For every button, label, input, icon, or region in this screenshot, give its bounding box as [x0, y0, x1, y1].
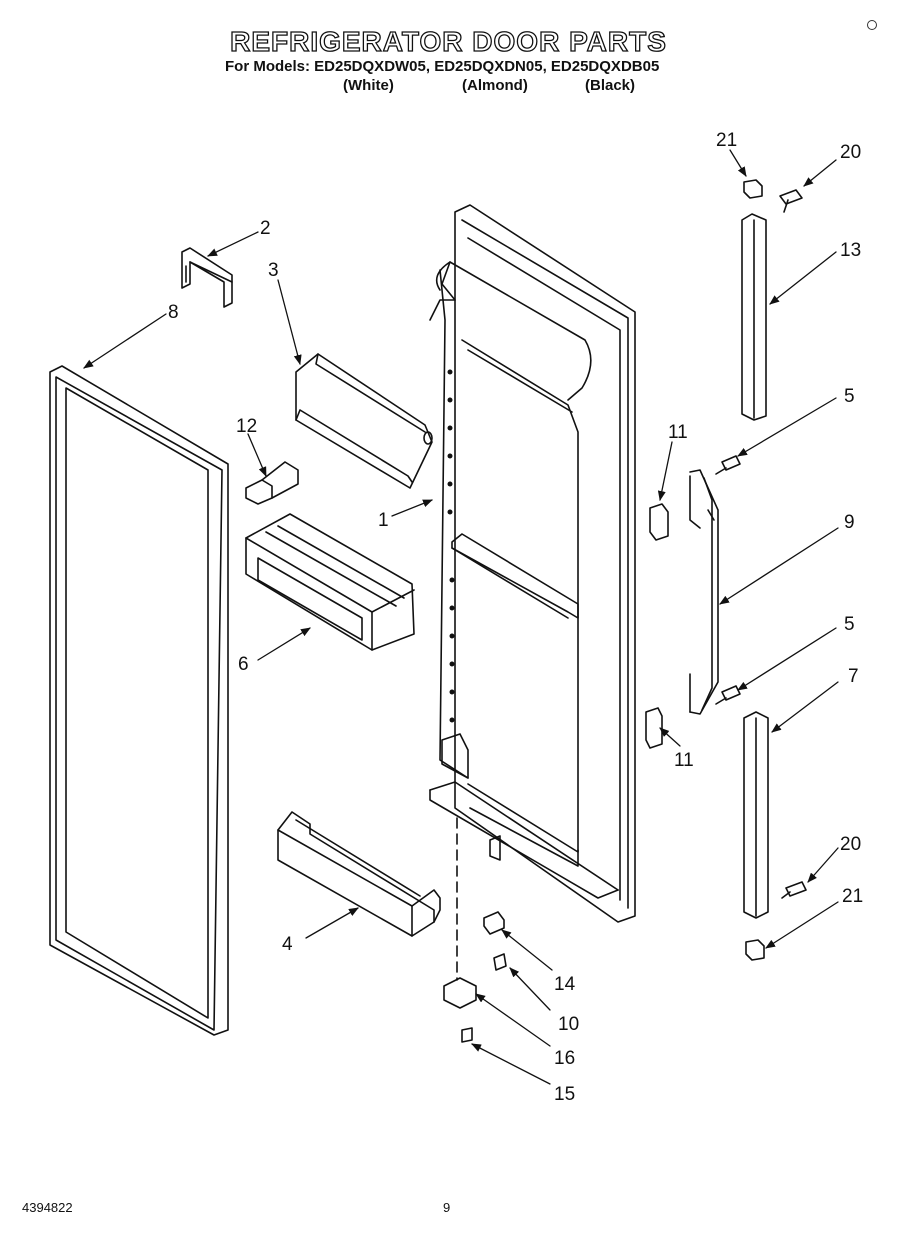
variant-white: (White)	[343, 77, 394, 94]
variant-black: (Black)	[585, 77, 636, 94]
callout-2: 2	[260, 218, 271, 239]
leader-lines	[83, 149, 839, 1085]
callout-8: 8	[168, 302, 179, 323]
spacer-lower	[645, 707, 663, 749]
door-bin	[245, 513, 415, 651]
lower-bin	[277, 811, 441, 937]
page-number: 9	[443, 1200, 451, 1215]
callout-16: 16	[554, 1048, 575, 1069]
end-cap-bottom	[745, 939, 765, 961]
callout-11-lower: 11	[674, 750, 694, 771]
end-cap-top	[743, 179, 763, 199]
callout-15: 15	[554, 1084, 575, 1105]
callout-10: 10	[558, 1014, 579, 1035]
models-line: For Models: ED25DQXDW05, ED25DQXDN05, ED…	[225, 58, 660, 75]
callout-5-upper: 5	[844, 386, 855, 407]
callout-6: 6	[238, 654, 249, 675]
door-gasket	[49, 365, 229, 1036]
corner-mark	[867, 20, 877, 30]
handle-screw-lower	[715, 685, 741, 705]
bracket-part	[181, 247, 233, 308]
callout-14: 14	[554, 974, 576, 995]
bottom-trim	[743, 711, 769, 919]
top-trim	[741, 213, 767, 421]
callout-21-bottom: 21	[842, 886, 863, 907]
callout-1: 1	[378, 510, 389, 531]
callout-21-top: 21	[716, 130, 737, 151]
door-handle	[689, 469, 719, 715]
callout-4: 4	[282, 934, 293, 955]
callout-20-bottom: 20	[840, 834, 861, 855]
callout-labels: 21 20 13 2 3 8 5 11 12 9 1 6 5 7 11 20 2…	[168, 130, 863, 1105]
door-assembly	[429, 204, 636, 923]
handle-screw-upper	[715, 455, 741, 475]
bin-cover	[295, 353, 433, 489]
callout-3: 3	[268, 260, 279, 281]
callout-9: 9	[844, 512, 855, 533]
callout-5-lower: 5	[844, 614, 855, 635]
spacer-upper	[649, 503, 669, 541]
screw-top	[779, 189, 803, 213]
callout-7: 7	[848, 666, 859, 687]
variant-almond: (Almond)	[462, 77, 528, 94]
hinge-washer	[483, 911, 505, 935]
callout-20-top: 20	[840, 142, 861, 163]
door-holes	[447, 369, 455, 723]
callout-13: 13	[840, 240, 861, 261]
callout-12: 12	[236, 416, 257, 437]
document-number: 4394822	[22, 1200, 73, 1215]
hinge-screw	[493, 953, 507, 971]
lower-hinge	[443, 977, 477, 1009]
screw-bottom	[781, 881, 807, 899]
callout-11-upper: 11	[668, 422, 688, 443]
clip-part	[245, 461, 299, 505]
hinge-bolt	[461, 1027, 473, 1043]
page-title: REFRIGERATOR DOOR PARTS	[229, 25, 667, 57]
